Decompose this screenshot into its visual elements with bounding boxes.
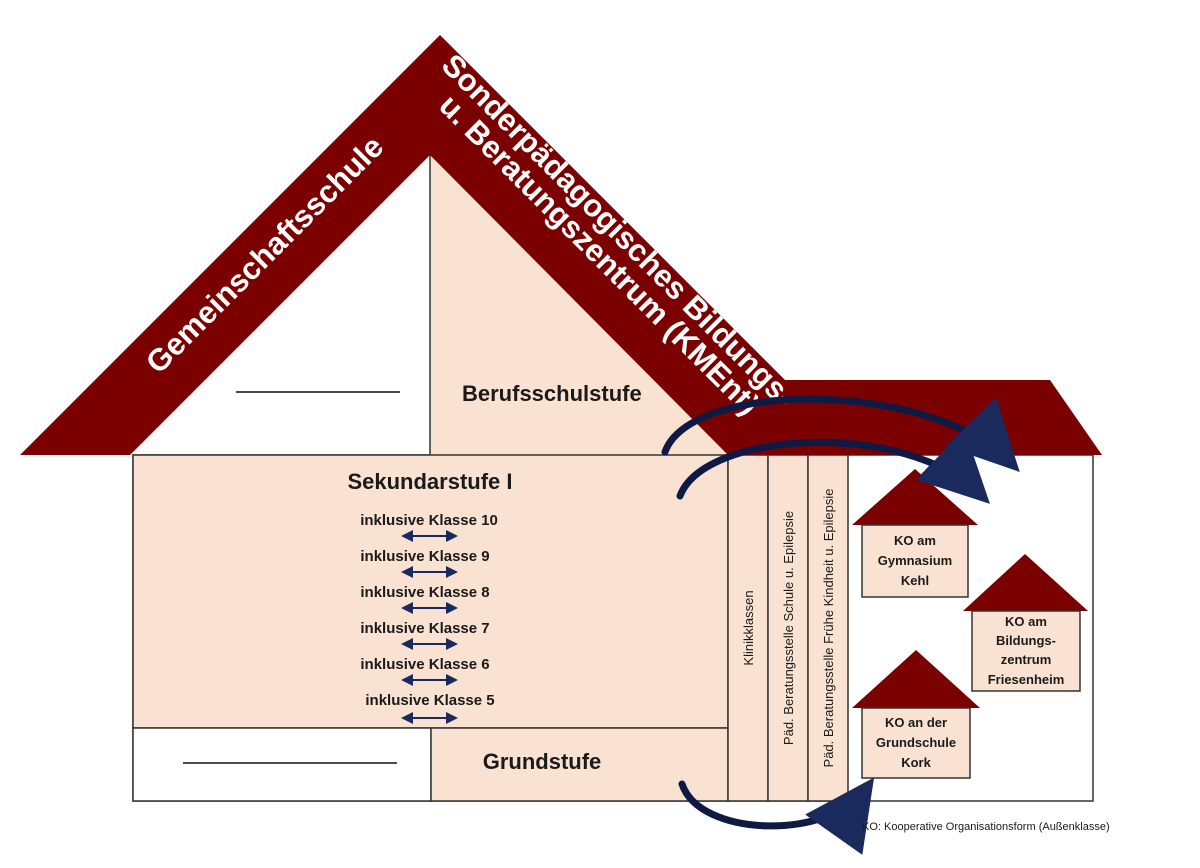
ko-house-gymnasium-kehl: KO am Gymnasium Kehl: [852, 469, 978, 598]
column-label-klinikklassen: Klinikklassen: [741, 590, 756, 665]
main-roof: [20, 35, 1102, 455]
ko-friesenheim-line3: zentrum: [1001, 652, 1052, 667]
ko-kork-line3: Kork: [901, 755, 931, 770]
arrow-grundstufe-to-ko: [678, 777, 875, 855]
class-label-9: inklusive Klasse 9: [360, 548, 489, 565]
column-beratungsstelle-kindheit: [807, 454, 849, 802]
ko-house-bildungszentrum-friesenheim: KO am Bildungs- zentrum Friesenheim: [963, 554, 1088, 692]
column-label-beratungsstelle-kindheit: Päd. Beratungsstelle Frühe Kindheit u. E…: [821, 489, 836, 768]
sekundarstufe-title: Sekundarstufe I: [347, 469, 512, 494]
grundstufe-box: [430, 727, 729, 802]
ko-house-grundschule-kork: KO an der Grundschule Kork: [852, 650, 980, 779]
class-label-5: inklusive Klasse 5: [365, 692, 494, 709]
ko-friesenheim-line2: Bildungs-: [996, 633, 1056, 648]
class-label-8: inklusive Klasse 8: [360, 584, 489, 601]
class-label-6: inklusive Klasse 6: [360, 656, 489, 673]
ko-kork-line2: Grundschule: [876, 735, 956, 750]
grundstufe-title: Grundstufe: [483, 749, 602, 774]
ko-kehl-line3: Kehl: [901, 573, 929, 588]
class-label-7: inklusive Klasse 7: [360, 620, 489, 637]
roof-left-label: Gemeinschaftsschule: [139, 129, 390, 380]
ko-friesenheim-line1: KO am: [1005, 614, 1047, 629]
column-klinikklassen: [727, 454, 769, 802]
ko-kehl-line1: KO am: [894, 533, 936, 548]
ko-friesenheim-line4: Friesenheim: [988, 672, 1065, 687]
column-label-beratungsstelle-schule: Päd. Beratungsstelle Schule u. Epilepsie: [781, 511, 796, 745]
ko-kork-line1: KO an der: [885, 715, 947, 730]
class-label-10: inklusive Klasse 10: [360, 512, 498, 529]
ko-kehl-line2: Gymnasium: [878, 553, 952, 568]
footnote: KO: Kooperative Organisationsform (Außen…: [862, 821, 1110, 833]
arrow-sekundarstufe-to-ko: [676, 429, 990, 504]
empty-bottom-left-box: [132, 727, 432, 802]
berufsschulstufe-title: Berufsschulstufe: [462, 381, 642, 406]
